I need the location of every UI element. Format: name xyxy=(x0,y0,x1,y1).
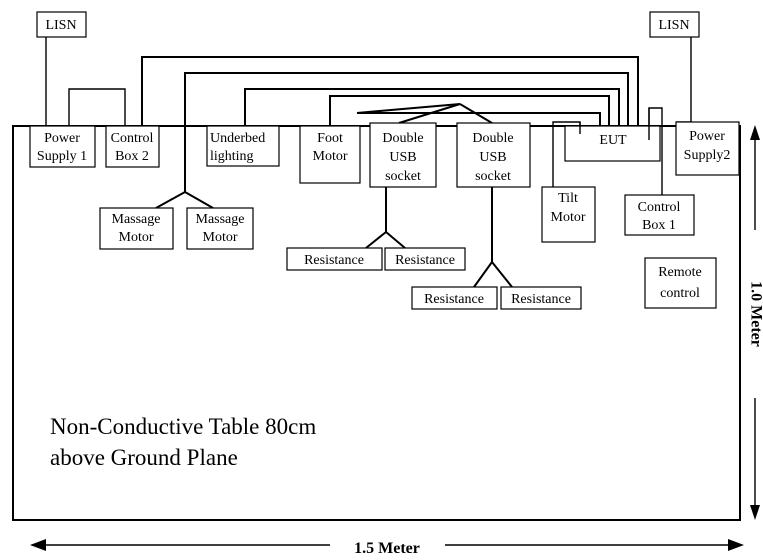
massage-motor-2-line2: Motor xyxy=(203,230,238,245)
resistance-box-1: Resistance xyxy=(286,247,383,271)
power-supply-1-line2: Supply 1 xyxy=(37,149,87,164)
resistance-box-4: Resistance xyxy=(500,286,582,310)
massage-motor-1-line1: Massage xyxy=(112,212,161,227)
underbed-lighting-line2: lighting xyxy=(210,149,254,164)
remote-control-box: Remote control xyxy=(644,257,717,309)
remote-control-line2: control xyxy=(660,286,700,301)
tilt-motor-box: Tilt Motor xyxy=(541,186,596,243)
massage-motor-2-box: Massage Motor xyxy=(186,207,254,250)
lisn-right-label: LISN xyxy=(658,18,689,33)
double-usb-socket-2: Double USB socket xyxy=(456,122,531,188)
resistance-label-1: Resistance xyxy=(304,253,364,268)
massage-motor-2-line1: Massage xyxy=(196,212,245,227)
lisn-left-label: LISN xyxy=(45,18,76,33)
usb-2-line1: Double xyxy=(472,131,513,146)
foot-motor-box: Foot Motor xyxy=(299,125,361,184)
usb-2-line2: USB xyxy=(479,150,506,165)
power-supply-2-line2: Supply2 xyxy=(684,148,731,163)
resistance-label-2: Resistance xyxy=(395,253,455,268)
foot-motor-line1: Foot xyxy=(317,131,343,146)
power-supply-1-line1: Power xyxy=(44,131,80,146)
control-box-2: Control Box 2 xyxy=(105,125,160,168)
double-usb-socket-1: Double USB socket xyxy=(369,122,437,188)
table-caption-line2: above Ground Plane xyxy=(50,445,238,470)
power-supply-1-box: Power Supply 1 xyxy=(29,125,96,168)
usb-1-line1: Double xyxy=(382,131,423,146)
remote-control-line1: Remote xyxy=(658,265,702,280)
control-box-1-line1: Control xyxy=(638,200,681,215)
control-box-2-line2: Box 2 xyxy=(115,149,149,164)
table-caption-line1: Non-Conductive Table 80cm xyxy=(50,414,316,439)
lisn-left-box: LISN xyxy=(36,11,87,38)
usb-2-line3: socket xyxy=(475,169,511,184)
width-dimension-arrow: 1.5 Meter xyxy=(30,539,744,557)
lisn-right-box: LISN xyxy=(649,11,700,38)
cable-lines xyxy=(45,36,692,288)
underbed-lighting-line1: Underbed xyxy=(210,131,265,146)
usb-1-line3: socket xyxy=(385,169,421,184)
power-supply-2-box: Power Supply2 xyxy=(675,121,740,176)
resistance-label-3: Resistance xyxy=(424,292,484,307)
height-dimension-arrow: 1.0 Meter xyxy=(747,125,763,520)
massage-motor-1-line2: Motor xyxy=(119,230,154,245)
width-dimension-label: 1.5 Meter xyxy=(354,540,420,557)
control-box-1: Control Box 1 xyxy=(624,194,695,236)
resistance-box-2: Resistance xyxy=(384,247,466,271)
eut-label: EUT xyxy=(599,133,627,148)
tilt-motor-line1: Tilt xyxy=(558,191,578,206)
foot-motor-line2: Motor xyxy=(313,149,348,164)
underbed-lighting-box: Underbed lighting xyxy=(206,125,280,167)
eut-box: EUT xyxy=(564,125,661,162)
tilt-motor-line2: Motor xyxy=(551,210,586,225)
resistance-label-4: Resistance xyxy=(511,292,571,307)
massage-motor-1-box: Massage Motor xyxy=(99,207,174,250)
resistance-box-3: Resistance xyxy=(411,286,498,310)
power-supply-2-line1: Power xyxy=(689,129,725,144)
usb-1-line2: USB xyxy=(389,150,416,165)
control-box-2-line1: Control xyxy=(111,131,154,146)
control-box-1-line2: Box 1 xyxy=(642,218,676,233)
height-dimension-label: 1.0 Meter xyxy=(747,281,763,347)
